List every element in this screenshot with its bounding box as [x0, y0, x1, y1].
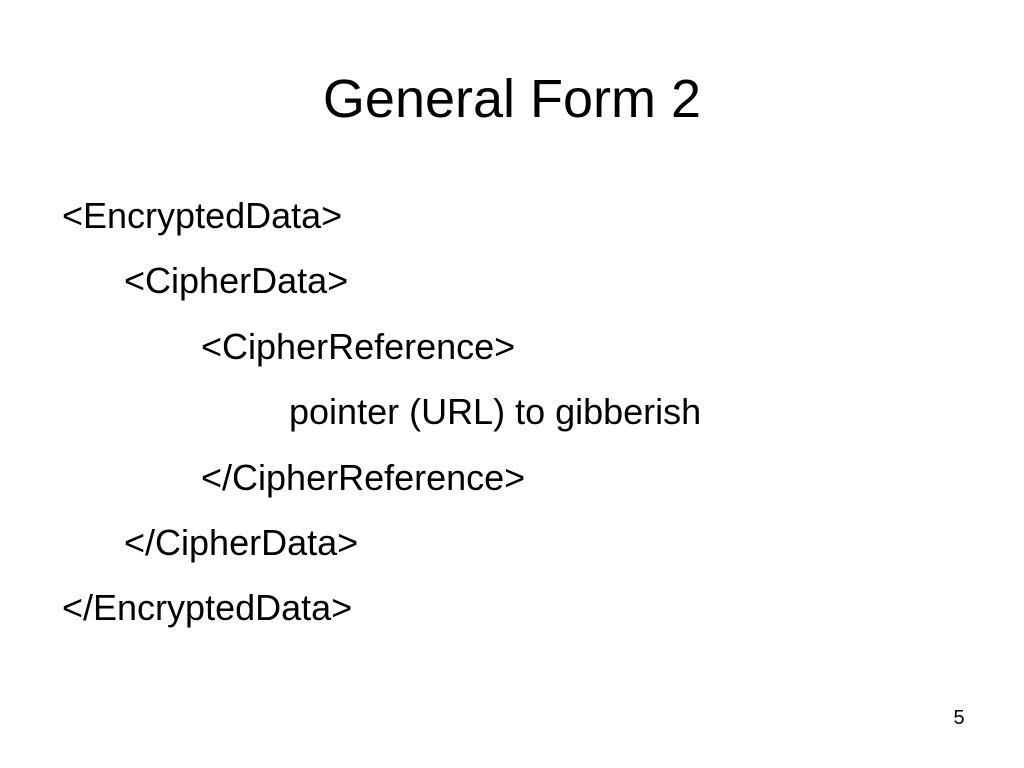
code-line-cipherreference-close: </CipherReference> [201, 457, 526, 498]
code-line-cipherdata-close: </CipherData> [124, 522, 359, 563]
code-line-pointer-text: pointer (URL) to gibberish [289, 391, 702, 432]
code-line-cipherdata-open: <CipherData> [124, 260, 349, 301]
page-number: 5 [953, 707, 965, 729]
code-line-cipherreference-open: <CipherReference> [201, 326, 516, 367]
code-line-encrypteddata-close: </EncryptedData> [62, 587, 353, 628]
slide-title: General Form 2 [322, 69, 702, 129]
code-line-encrypteddata-open: <EncryptedData> [62, 195, 343, 236]
